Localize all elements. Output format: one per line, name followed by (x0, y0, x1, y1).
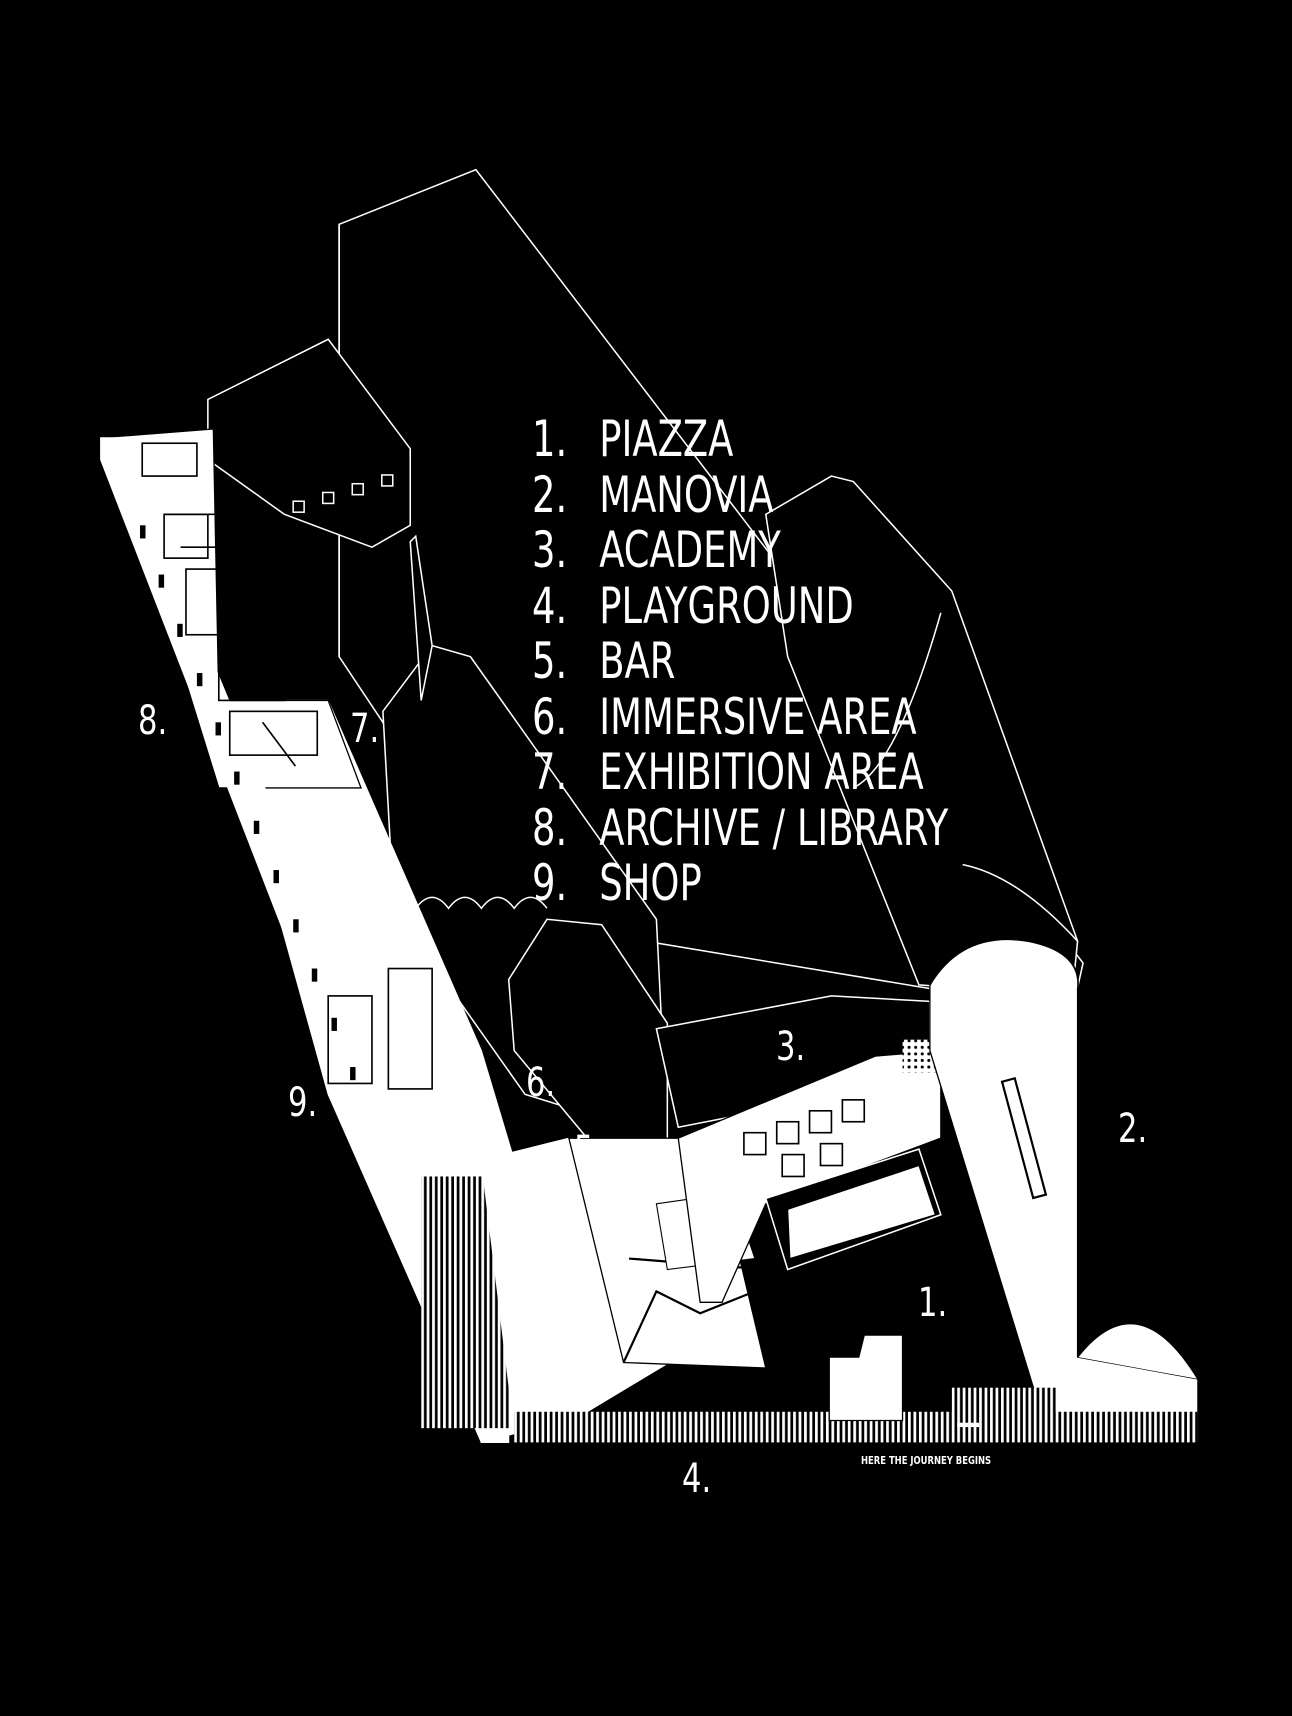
map-label-piazza: 1. (918, 1280, 948, 1326)
legend-label: IMMERSIVE AREA (599, 687, 917, 746)
legend-item: 5. BAR (532, 632, 948, 690)
map-label-exhibition: 7. (350, 706, 380, 752)
legend-label: BAR (599, 632, 676, 690)
legend-label: ACADEMY (599, 521, 781, 579)
archive-library-building (99, 428, 679, 1444)
legend-number: 4. (532, 576, 568, 635)
journey-caption: HERE THE JOURNEY BEGINS (861, 1454, 992, 1467)
legend-number: 8. (532, 798, 568, 857)
legend-label: SHOP (599, 854, 702, 912)
legend-number: 3. (532, 521, 568, 579)
manovia-building (929, 938, 1199, 1444)
legend-label: PLAYGROUND (599, 576, 854, 635)
piazza (514, 1334, 1198, 1443)
legend: 1. PIAZZA 2. MANOVIA 3. ACADEMY 4. PLAYGROUN… (532, 410, 949, 912)
map-label-immersive: 6. (526, 1060, 556, 1106)
legend-item: 6. IMMERSIVE AREA (532, 687, 948, 746)
legend-label: PIAZZA (599, 410, 734, 468)
legend-item: 4. PLAYGROUND (532, 576, 948, 635)
map-label-bar: 5. (574, 1128, 604, 1174)
exhibition-halls (382, 475, 1079, 1150)
legend-item: 3. ACADEMY (532, 521, 948, 579)
legend-item: 1. PIAZZA (532, 410, 948, 468)
legend-number: 6. (532, 687, 568, 746)
map-label-archive: 8. (138, 698, 168, 744)
legend-number: 1. (532, 410, 568, 468)
map-label-manovia: 2. (1118, 1106, 1148, 1152)
legend-item: 2. MANOVIA (532, 465, 948, 524)
academy-building (677, 1039, 942, 1303)
legend-number: 2. (532, 465, 568, 524)
legend-number: 9. (532, 854, 568, 912)
legend-item: 7. EXHIBITION AREA (532, 743, 948, 801)
map-label-academy: 3. (776, 1024, 806, 1070)
legend-label: EXHIBITION AREA (599, 743, 924, 801)
legend-number: 7. (532, 743, 568, 801)
legend-item: 9. SHOP (532, 854, 948, 912)
legend-item: 8. ARCHIVE / LIBRARY (532, 798, 949, 857)
legend-label: MANOVIA (599, 465, 774, 524)
map-label-shop: 9. (288, 1080, 318, 1126)
legend-label: ARCHIVE / LIBRARY (599, 798, 949, 857)
legend-number: 5. (532, 632, 568, 690)
map-label-playground: 4. (682, 1456, 712, 1502)
